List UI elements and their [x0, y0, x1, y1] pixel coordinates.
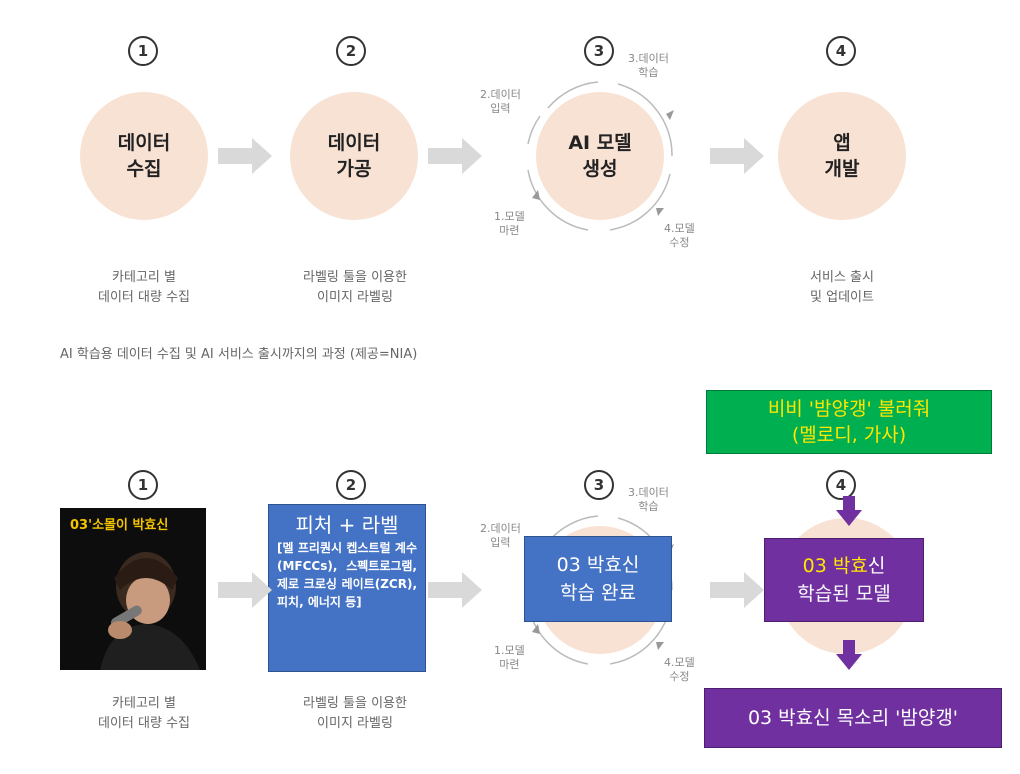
- cycle-label-data-input: 2.데이터 입력: [480, 522, 521, 549]
- step-number-4: 4: [826, 470, 856, 500]
- step-circle-data-collection: 데이터 수집: [80, 92, 208, 220]
- cycle-label-data-learning: 3.데이터 학습: [628, 486, 669, 513]
- step-number-3: 3: [584, 36, 614, 66]
- cycle-label-data-learning: 3.데이터 학습: [628, 52, 669, 79]
- step-subtitle-1: 카테고리 별 데이터 대량 수집: [98, 270, 190, 305]
- step-number-2: 2: [336, 36, 366, 66]
- output-voice-box: 03 박효신 목소리 '밤양갱': [704, 688, 1002, 748]
- arrow-down-icon: [836, 640, 862, 670]
- arrow-right-icon: [710, 572, 764, 608]
- step-number-1: 1: [128, 36, 158, 66]
- step-number-3: 3: [584, 470, 614, 500]
- trained-model-line2: 학습된 모델: [797, 583, 891, 605]
- step-number-4: 4: [826, 36, 856, 66]
- arrow-right-icon: [218, 138, 272, 174]
- feature-title: 피처 + 라벨: [295, 513, 399, 537]
- cycle-label-data-input: 2.데이터 입력: [480, 88, 521, 115]
- trained-model-box: 03 박효신 학습된 모델: [764, 538, 924, 622]
- arrow-right-icon: [218, 572, 272, 608]
- step-number-2: 2: [336, 470, 366, 500]
- learned-box: 03 박효신 학습 완료: [524, 536, 672, 622]
- diagram-caption: AI 학습용 데이터 수집 및 AI 서비스 출시까지의 과정 (제공=NIA): [60, 347, 418, 362]
- step-subtitle-1: 카테고리 별 데이터 대량 수집: [98, 696, 190, 731]
- step-circle-ai-model: AI 모델 생성: [536, 92, 664, 220]
- arrow-right-icon: [428, 138, 482, 174]
- step-subtitle-4: 서비스 출시 및 업데이트: [810, 270, 874, 305]
- cycle-ring: [527, 81, 674, 231]
- step-subtitle-2: 라벨링 툴을 이용한 이미지 라벨링: [303, 696, 407, 731]
- arrow-down-icon: [836, 496, 862, 526]
- feature-body: [멜 프리퀀시 켑스트럴 계수(MFCCs), 스펙트로그램, 제로 크로싱 레…: [277, 541, 417, 609]
- photo-title: 03'소몰이 박효신: [70, 518, 169, 533]
- arrow-right-icon: [428, 572, 482, 608]
- cycle-label-model-edit: 4.모델 수정: [664, 222, 695, 249]
- cycle-label-model-prep: 1.모델 마련: [494, 644, 525, 671]
- cycle-label-model-prep: 1.모델 마련: [494, 210, 525, 237]
- singer-photo: 03'소몰이 박효신: [60, 508, 206, 670]
- singer-figure-icon: [100, 552, 200, 670]
- step-subtitle-2: 라벨링 툴을 이용한 이미지 라벨링: [303, 270, 407, 305]
- arrow-right-icon: [710, 138, 764, 174]
- step-number-1: 1: [128, 470, 158, 500]
- step-circle-data-processing: 데이터 가공: [290, 92, 418, 220]
- step-circle-app-dev: 앱 개발: [778, 92, 906, 220]
- cycle-label-model-edit: 4.모델 수정: [664, 656, 695, 683]
- request-box: 비비 '밤양갱' 불러줘 (멜로디, 가사): [706, 390, 992, 454]
- feature-label-box: 피처 + 라벨 [멜 프리퀀시 켑스트럴 계수(MFCCs), 스펙트로그램, …: [268, 504, 426, 672]
- trained-model-line1: 03 박효신: [802, 555, 886, 577]
